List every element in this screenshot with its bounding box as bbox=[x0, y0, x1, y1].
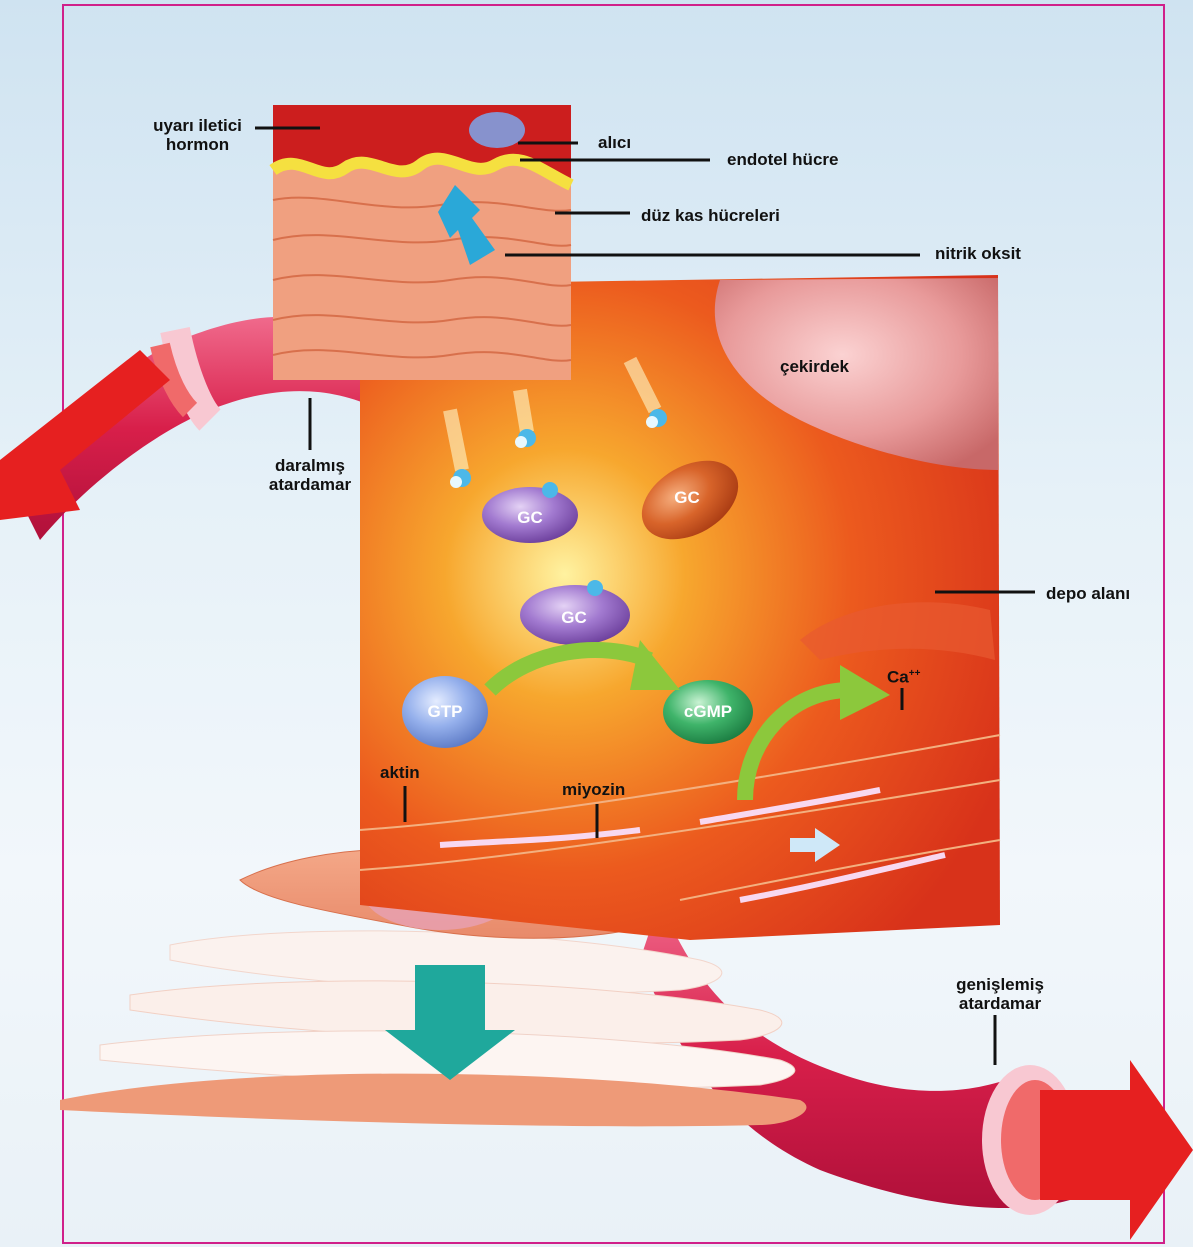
vessel-wall-inset bbox=[273, 105, 571, 380]
gc-label-1: GC bbox=[500, 508, 560, 528]
cgmp-label: cGMP bbox=[670, 702, 746, 722]
label-calcium: Ca++ bbox=[887, 664, 920, 687]
label-constricted-artery: daralmış atardamar bbox=[250, 456, 370, 494]
label-myosin: miyozin bbox=[562, 780, 625, 799]
label-endothelial-cell: endotel hücre bbox=[727, 150, 838, 169]
gc-label-3: GC bbox=[544, 608, 604, 628]
gc-label-2: GC bbox=[657, 488, 717, 508]
label-nucleus: çekirdek bbox=[780, 357, 849, 376]
gtp-label: GTP bbox=[415, 702, 475, 722]
label-actin: aktin bbox=[380, 763, 420, 782]
label-hormone: uyarı iletici hormon bbox=[140, 116, 255, 154]
receptor bbox=[469, 112, 525, 148]
label-receptor: alıcı bbox=[598, 133, 631, 152]
label-storage-area: depo alanı bbox=[1046, 584, 1130, 603]
label-nitric-oxide: nitrik oksit bbox=[935, 244, 1021, 263]
label-dilated-artery: genişlemiş atardamar bbox=[940, 975, 1060, 1013]
label-smooth-muscle-cells: düz kas hücreleri bbox=[641, 206, 780, 225]
